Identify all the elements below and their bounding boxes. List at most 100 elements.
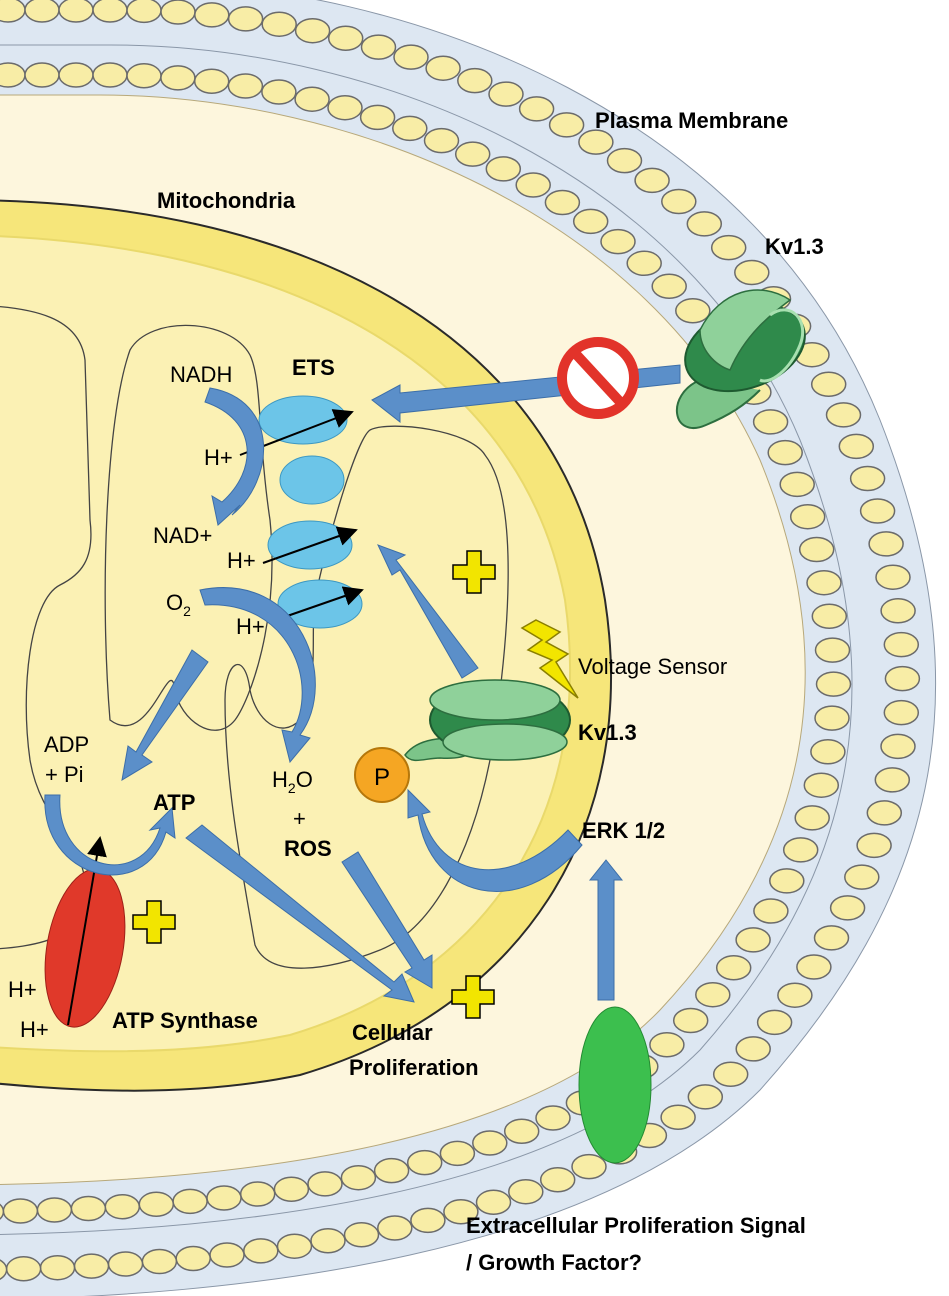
lipid-head bbox=[439, 1140, 476, 1167]
lipid-head bbox=[104, 1193, 141, 1220]
lipid-head bbox=[752, 409, 789, 435]
lipid-head bbox=[838, 433, 875, 460]
lipid-head bbox=[868, 531, 904, 557]
lipid-head bbox=[261, 11, 297, 37]
lipid-head bbox=[126, 0, 162, 24]
lipid-head bbox=[359, 104, 396, 131]
lipid-head bbox=[710, 234, 747, 261]
lipid-head bbox=[767, 439, 803, 466]
h-plus-label: H+ bbox=[236, 614, 265, 639]
lipid-head bbox=[273, 1176, 310, 1203]
lipid-head bbox=[39, 1254, 76, 1281]
lipid-head bbox=[884, 665, 921, 692]
lipid-head bbox=[813, 925, 850, 951]
lipid-head bbox=[227, 6, 264, 32]
lipid-head bbox=[307, 1171, 343, 1197]
arrow-atp-to-proliferation bbox=[185, 824, 415, 1003]
h-plus-label: H+ bbox=[227, 548, 256, 573]
lipid-head bbox=[572, 208, 609, 235]
lipid-head bbox=[175, 1245, 211, 1272]
arrow-gf-to-erk bbox=[588, 859, 624, 1001]
lipid-head bbox=[859, 498, 896, 524]
lipid-head bbox=[24, 0, 60, 23]
lipid-head bbox=[811, 603, 848, 630]
lipid-head bbox=[0, 1259, 8, 1280]
lipid-head bbox=[443, 1199, 479, 1225]
lipid-head bbox=[769, 868, 805, 894]
lipid-head bbox=[406, 1149, 443, 1176]
plus-sign-icon bbox=[132, 900, 176, 944]
lipid-head bbox=[160, 65, 196, 91]
lipid-head bbox=[410, 1207, 446, 1234]
lipid-head bbox=[24, 62, 60, 88]
lipid-head bbox=[806, 569, 842, 596]
lipid-head bbox=[209, 1242, 245, 1268]
atp-synthase-label: ATP Synthase bbox=[112, 1008, 258, 1033]
proliferation-label: Proliferation bbox=[349, 1055, 479, 1080]
lipid-head bbox=[515, 172, 551, 198]
lipid-head bbox=[883, 631, 920, 658]
lipid-head bbox=[735, 927, 771, 953]
lipid-head bbox=[753, 898, 789, 924]
lipid-head bbox=[779, 471, 815, 498]
lipid-head bbox=[571, 1153, 607, 1180]
lipid-head bbox=[672, 1007, 709, 1034]
lipid-head bbox=[880, 733, 916, 760]
lipid-head bbox=[373, 1157, 410, 1184]
lipid-head bbox=[193, 68, 230, 95]
lipid-head bbox=[2, 1198, 39, 1224]
signal-label-line1: Extracellular Proliferation Signal bbox=[466, 1213, 806, 1238]
lipid-head bbox=[735, 1036, 771, 1062]
lipid-head bbox=[874, 767, 911, 793]
lipid-head bbox=[675, 298, 711, 324]
lipid-head bbox=[814, 637, 851, 663]
h-plus-synthase-label: H+ bbox=[20, 1017, 49, 1042]
lipid-head bbox=[734, 259, 770, 286]
lipid-head bbox=[310, 1228, 346, 1254]
nadh-curved-arrow bbox=[204, 387, 265, 526]
lipid-head bbox=[508, 1178, 544, 1205]
arrow-kv13-to-ets bbox=[377, 544, 479, 679]
lipid-head bbox=[393, 44, 429, 70]
lipid-head bbox=[58, 62, 94, 88]
lipid-head bbox=[485, 156, 522, 182]
lipid-head bbox=[814, 705, 850, 731]
lipid-head bbox=[360, 34, 397, 60]
lipid-head bbox=[606, 147, 643, 174]
lipid-head bbox=[518, 96, 555, 122]
lipid-head bbox=[138, 1191, 175, 1218]
lipid-head bbox=[825, 402, 862, 428]
lipid-head bbox=[343, 1222, 380, 1248]
kv13-channel-membrane bbox=[675, 289, 806, 429]
lipid-head bbox=[626, 250, 662, 277]
lipid-head bbox=[457, 67, 493, 94]
lipid-head bbox=[789, 503, 826, 530]
lipid-head bbox=[294, 17, 331, 44]
arrow-o2-to-atp bbox=[121, 649, 209, 781]
voltage-sensor-label: Voltage Sensor bbox=[578, 654, 727, 679]
h-plus-synthase-label: H+ bbox=[8, 977, 37, 1002]
growth-factor-receptor bbox=[578, 1006, 652, 1164]
h2o-label: H2O bbox=[272, 767, 313, 796]
lipid-head bbox=[425, 55, 461, 81]
h-plus-label: H+ bbox=[204, 445, 233, 470]
lipid-head bbox=[243, 1238, 279, 1264]
nad-plus-label: NAD+ bbox=[153, 523, 212, 548]
lipid-head bbox=[548, 112, 585, 138]
lipid-head bbox=[777, 982, 813, 1008]
lipid-head bbox=[58, 0, 94, 23]
lipid-head bbox=[875, 564, 911, 590]
lipid-head bbox=[475, 1189, 512, 1216]
lipid-head bbox=[261, 79, 297, 105]
o2-label: O2 bbox=[166, 590, 191, 619]
lipid-head bbox=[856, 832, 892, 859]
lipid-head bbox=[796, 954, 832, 980]
lipid-head bbox=[194, 2, 230, 28]
lipid-head bbox=[686, 211, 723, 237]
lipid-head bbox=[294, 86, 330, 112]
lipid-head bbox=[849, 465, 886, 492]
lipid-head bbox=[756, 1009, 793, 1036]
lipid-head bbox=[782, 837, 819, 863]
lipid-head bbox=[423, 127, 460, 154]
lipid-head bbox=[544, 189, 581, 216]
